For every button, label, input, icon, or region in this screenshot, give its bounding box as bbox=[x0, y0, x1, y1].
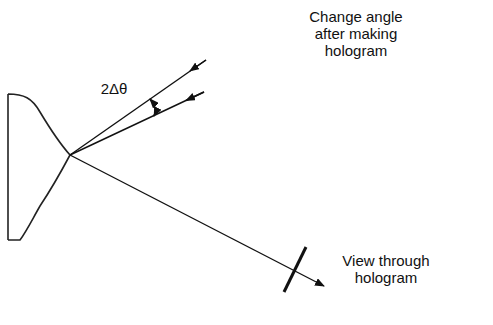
angle-label: 2Δθ bbox=[92, 80, 136, 97]
note-text: Change angle after making hologram bbox=[300, 8, 412, 59]
ray-arrow bbox=[186, 92, 204, 101]
hologram-plate bbox=[284, 247, 306, 292]
ray-arrow bbox=[190, 60, 206, 71]
ray-changed bbox=[70, 92, 204, 155]
note-text: View through hologram bbox=[330, 252, 442, 286]
angle-arc bbox=[150, 99, 155, 116]
ray-original bbox=[70, 60, 206, 155]
object-outline bbox=[8, 94, 70, 240]
angle-arc bbox=[150, 99, 155, 116]
view-ray bbox=[70, 155, 324, 286]
